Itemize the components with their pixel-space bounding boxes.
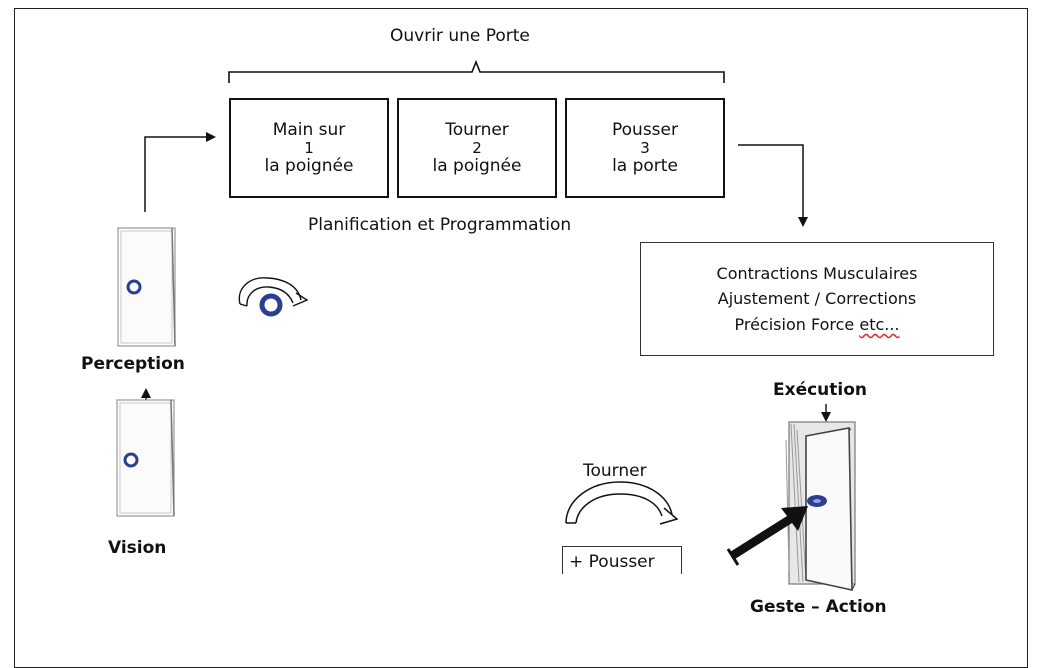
step-box-1: Main sur 1 la poignée	[229, 98, 389, 198]
diagram-title: Ouvrir une Porte	[390, 26, 530, 46]
brace-bracket	[228, 59, 725, 83]
step-2-line1: Tourner	[445, 120, 509, 141]
planning-label: Planification et Programmation	[308, 215, 572, 235]
pousser-box: + Pousser	[562, 546, 682, 574]
door-perception-icon	[117, 227, 176, 347]
step-box-3: Pousser 3 la porte	[565, 98, 725, 198]
execution-details-box: Contractions Musculaires Ajustement / Co…	[640, 242, 994, 356]
execution-line-3: Précision Force etc...	[734, 312, 899, 338]
execution-line-3-etc: etc...	[859, 314, 900, 334]
step-1-line1: Main sur	[272, 120, 346, 141]
action-label: Geste – Action	[750, 597, 887, 617]
door-vision-icon	[116, 399, 175, 517]
step-1-line2: la poignée	[264, 155, 354, 176]
push-arrow-icon	[726, 506, 808, 566]
rotate-knob-icon	[238, 277, 309, 317]
step-3-number: 3	[640, 138, 650, 157]
rotate-arrow-icon	[565, 481, 679, 525]
diagram-canvas: Ouvrir une Porte Main sur 1 la poignée T…	[14, 8, 1028, 668]
step-2-line2: la poignée	[432, 155, 522, 176]
tourner-label: Tourner	[583, 461, 647, 481]
execution-line-3-main: Précision Force	[734, 314, 860, 334]
perception-to-planning-arrow	[144, 132, 216, 212]
execution-label: Exécution	[773, 380, 868, 400]
vision-label: Vision	[108, 538, 167, 558]
connectors-layer	[116, 59, 856, 591]
execution-line-2: Ajustement / Corrections	[717, 289, 917, 309]
planning-to-execution-arrow	[738, 144, 808, 227]
step-3-line1: Pousser	[612, 120, 678, 141]
open-door-icon	[785, 421, 856, 591]
step-2-number: 2	[472, 138, 482, 157]
step-3-line2: la porte	[612, 155, 678, 176]
perception-label: Perception	[81, 354, 185, 374]
step-box-2: Tourner 2 la poignée	[397, 98, 557, 198]
execution-line-1: Contractions Musculaires	[716, 263, 918, 283]
step-1-number: 1	[304, 138, 314, 157]
